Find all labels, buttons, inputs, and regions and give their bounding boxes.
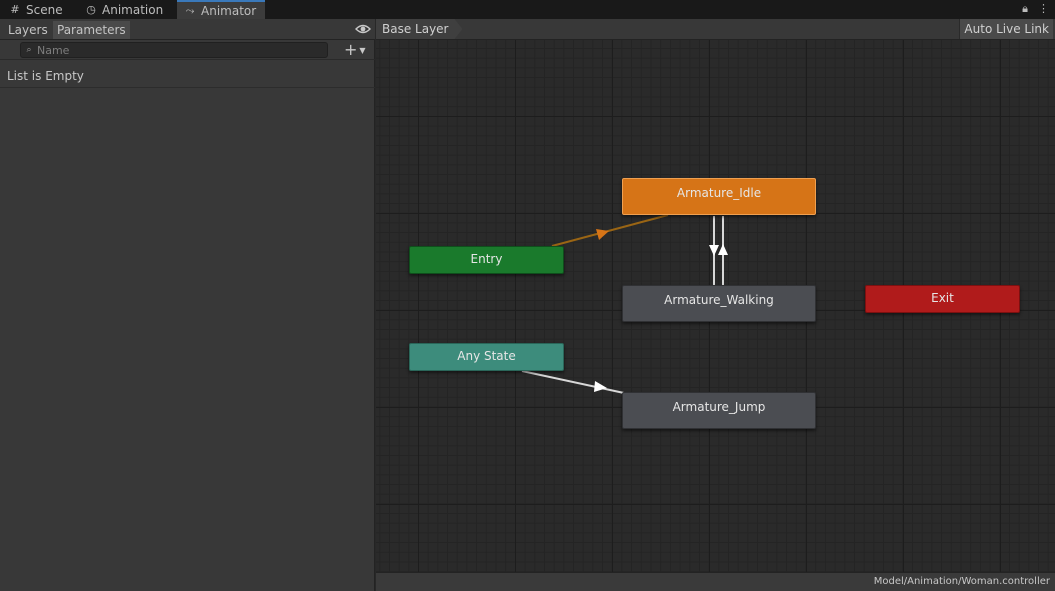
state-label: Any State: [457, 349, 516, 363]
state-label: Armature_Jump: [672, 399, 766, 414]
tab-layers[interactable]: Layers: [4, 21, 52, 39]
state-armature-jump[interactable]: Armature_Jump: [622, 392, 816, 429]
breadcrumb-base-layer[interactable]: Base Layer: [376, 19, 463, 39]
state-entry[interactable]: Entry: [409, 246, 564, 274]
lock-icon[interactable]: 🔒︎: [1022, 2, 1028, 15]
state-armature-walking[interactable]: Armature_Walking: [622, 285, 816, 322]
state-label: Entry: [470, 252, 503, 266]
state-label: Exit: [931, 291, 954, 305]
panel-tabs: Layers Parameters: [0, 19, 375, 40]
graph-toolbar: Base Layer Auto Live Link: [376, 19, 1055, 40]
plus-icon: +: [344, 40, 358, 59]
state-label: Armature_Walking: [664, 292, 774, 307]
tab-animation-label: Animation: [102, 2, 164, 17]
state-exit[interactable]: Exit: [865, 285, 1020, 313]
tab-parameters-label: Parameters: [57, 23, 126, 37]
window-tab-bar: # Scene ◷ Animation ⤳ Animator 🔒︎ ⋮: [0, 0, 1055, 19]
tab-layers-label: Layers: [8, 23, 48, 37]
parameter-search-input[interactable]: [37, 43, 307, 57]
controller-path: Model/Animation/Woman.controller: [873, 576, 1050, 587]
empty-list-message: List is Empty: [0, 64, 375, 88]
tab-scene[interactable]: # Scene: [4, 0, 76, 19]
tab-parameters[interactable]: Parameters: [53, 21, 130, 39]
eye-icon[interactable]: [355, 22, 371, 36]
tab-animation[interactable]: ◷ Animation: [80, 0, 175, 19]
window-controls: 🔒︎ ⋮: [1022, 2, 1049, 16]
tab-animator-label: Animator: [201, 3, 257, 18]
tab-animator[interactable]: ⤳ Animator: [177, 0, 265, 19]
animator-icon: ⤳: [185, 3, 195, 17]
state-armature-idle[interactable]: Armature_Idle: [622, 178, 816, 215]
state-label: Armature_Idle: [676, 185, 762, 200]
more-options-icon[interactable]: ⋮: [1038, 2, 1049, 15]
status-bar: Model/Animation/Woman.controller: [376, 572, 1055, 591]
chevron-down-icon: ▼: [359, 45, 366, 55]
add-parameter-button[interactable]: + ▼: [344, 42, 372, 58]
search-icon: ⌕: [26, 45, 32, 55]
search-box: ⌕: [20, 42, 328, 58]
search-row: ⌕ + ▼: [0, 40, 375, 60]
state-any-state[interactable]: Any State: [409, 343, 564, 371]
tab-scene-label: Scene: [26, 2, 63, 17]
auto-live-link-button[interactable]: Auto Live Link: [959, 19, 1053, 39]
parameters-panel: Layers Parameters ⌕ + ▼ List is Empty: [0, 19, 375, 591]
clock-icon: ◷: [86, 3, 96, 16]
grid-icon: #: [10, 3, 20, 16]
